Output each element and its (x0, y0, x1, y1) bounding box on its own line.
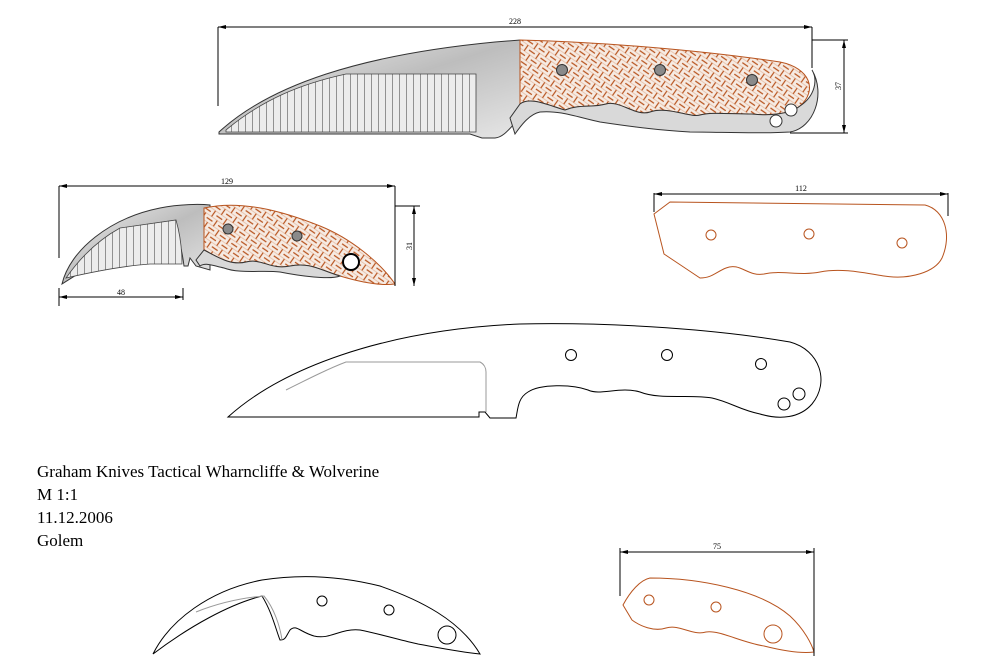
grind-line (285, 361, 487, 412)
scale-outline-path (622, 577, 815, 653)
wolverine-scale-outline (622, 577, 815, 653)
lanyard-hole (792, 387, 806, 401)
drawing-caption: Graham Knives Tactical Wharncliffe & Wol… (37, 460, 379, 552)
finger-ring (763, 624, 783, 644)
dimension-wharncliffe-length: 228 (217, 17, 813, 106)
wharncliffe-tang (509, 69, 819, 136)
wolverine-grind-zone (65, 219, 183, 279)
grind-line (195, 595, 283, 641)
wolverine-tang (195, 249, 342, 279)
pin-circle (556, 64, 568, 76)
pin-hole (316, 595, 328, 607)
dimension-wolverine-height: 31 (395, 205, 420, 286)
drawing-date: 11.12.2006 (37, 508, 113, 527)
pin-circle (654, 64, 666, 76)
lanyard-hole (769, 114, 783, 128)
dimension-label: 31 (405, 242, 414, 250)
pin-hole (710, 601, 722, 613)
lanyard-hole (777, 397, 791, 411)
lanyard-hole (784, 103, 798, 117)
dimension-wolverine-scale: 75 (619, 542, 815, 656)
pin-hole (803, 228, 815, 240)
wharncliffe-knife-colored (218, 39, 819, 139)
drawing-author: Golem (37, 531, 84, 550)
wharncliffe-full-outline (226, 323, 822, 419)
pin-hole (896, 237, 908, 249)
drawing-scale: M 1:1 (37, 485, 79, 504)
dimension-label: 228 (509, 17, 521, 26)
dimension-label: 112 (795, 184, 807, 193)
wharncliffe-handle-scale (519, 39, 810, 116)
wolverine-knife-colored (61, 203, 396, 286)
wolverine-full-outline (152, 576, 481, 655)
dimension-label: 75 (713, 542, 721, 551)
pin-hole (643, 594, 655, 606)
dimension-wharncliffe-height: 37 (790, 39, 848, 134)
dimension-label: 129 (221, 177, 233, 186)
dimension-label: 37 (834, 82, 843, 90)
wharncliffe-grind-zone (225, 73, 477, 133)
dimension-wolverine-length: 129 (58, 177, 396, 286)
pin-hole (755, 358, 767, 370)
scale-outline-path (653, 201, 947, 279)
finger-ring (342, 253, 360, 271)
dimension-label: 48 (117, 288, 125, 297)
wharncliffe-scale-outline (653, 201, 947, 279)
pin-hole (383, 604, 395, 616)
knife-outline-path (152, 576, 481, 655)
pin-circle (222, 223, 234, 235)
pin-hole (565, 349, 577, 361)
dimension-wharncliffe-scale: 112 (653, 184, 949, 216)
drawing-title: Graham Knives Tactical Wharncliffe & Wol… (37, 462, 380, 481)
pin-circle (746, 74, 758, 86)
pin-hole (661, 349, 673, 361)
pin-circle (291, 230, 303, 242)
dimension-wolverine-blade: 48 (58, 288, 184, 306)
pin-hole (705, 229, 717, 241)
finger-ring (437, 625, 457, 645)
knife-outline-path (226, 323, 822, 419)
